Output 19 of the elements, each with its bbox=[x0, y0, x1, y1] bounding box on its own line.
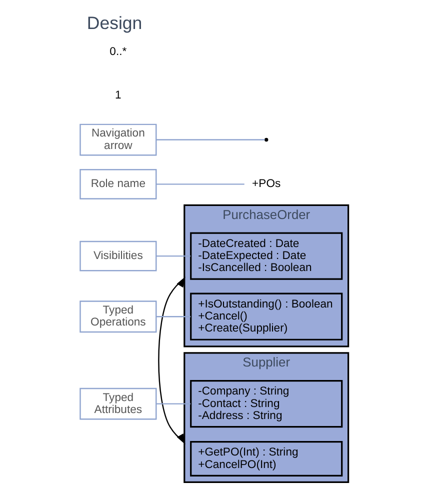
node-text: +POs bbox=[252, 178, 280, 190]
node-box: Visibilities bbox=[79, 240, 156, 272]
connector bbox=[156, 255, 190, 257]
connector bbox=[156, 403, 190, 404]
node-box: Navigation arrow bbox=[79, 124, 156, 156]
node-box: Typed Operations bbox=[79, 300, 156, 333]
connector bbox=[156, 139, 264, 140]
node-box: +GetPO(Int) : String +CancelPO(Int) bbox=[190, 440, 342, 476]
node-box: Role name bbox=[79, 169, 156, 200]
node-box: +IsOutstanding() : Boolean +Cancel() +Create(Supplier) bbox=[190, 292, 342, 340]
arrow bbox=[158, 276, 185, 444]
node-box: -DateCreated : Date -DateExpected : Date -IsCancelled : Boolean bbox=[190, 232, 342, 280]
connector bbox=[156, 184, 244, 185]
node-box: -Company : String -Contact : String -Address : String bbox=[190, 380, 342, 428]
diagram-title: Design bbox=[86, 12, 142, 33]
connector bbox=[156, 316, 190, 318]
label: 1 bbox=[114, 89, 121, 102]
node-box: Typed Attributes bbox=[79, 388, 156, 420]
label: 0..* bbox=[109, 46, 126, 58]
